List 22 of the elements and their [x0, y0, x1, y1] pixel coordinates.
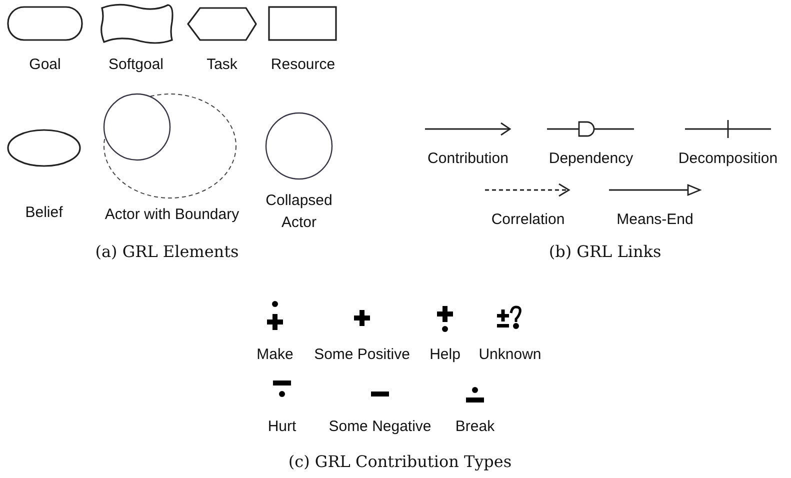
legend-label: Correlation	[491, 210, 565, 230]
figure-caption: (b) GRL Links	[548, 242, 662, 261]
legend-label: Contribution	[428, 149, 508, 169]
shape-label: Softgoal	[107, 55, 165, 75]
legend-label: Dependency	[548, 149, 634, 169]
figure-caption: (a) GRL Elements	[95, 242, 239, 261]
shape-label: Belief	[24, 203, 64, 223]
shape-label: Resource	[270, 55, 336, 75]
legend-label: Means-End	[616, 210, 694, 230]
legend-label: Help	[430, 345, 460, 365]
figure-caption: (c) GRL Contribution Types	[288, 452, 512, 471]
shape-label: Collapsed Actor	[264, 191, 334, 233]
shape-label: Task	[206, 55, 238, 75]
legend-label: Some Negative	[328, 417, 432, 437]
legend-label: Make	[256, 345, 294, 365]
legend-label: Break	[455, 417, 495, 437]
legend-label: Some Positive	[314, 345, 410, 365]
legend-label: Decomposition	[678, 149, 778, 169]
shape-label: Actor with Boundary	[104, 205, 240, 225]
legend-label: Hurt	[268, 417, 296, 437]
legend-label: Unknown	[478, 345, 542, 365]
shape-label: Goal	[28, 55, 62, 75]
